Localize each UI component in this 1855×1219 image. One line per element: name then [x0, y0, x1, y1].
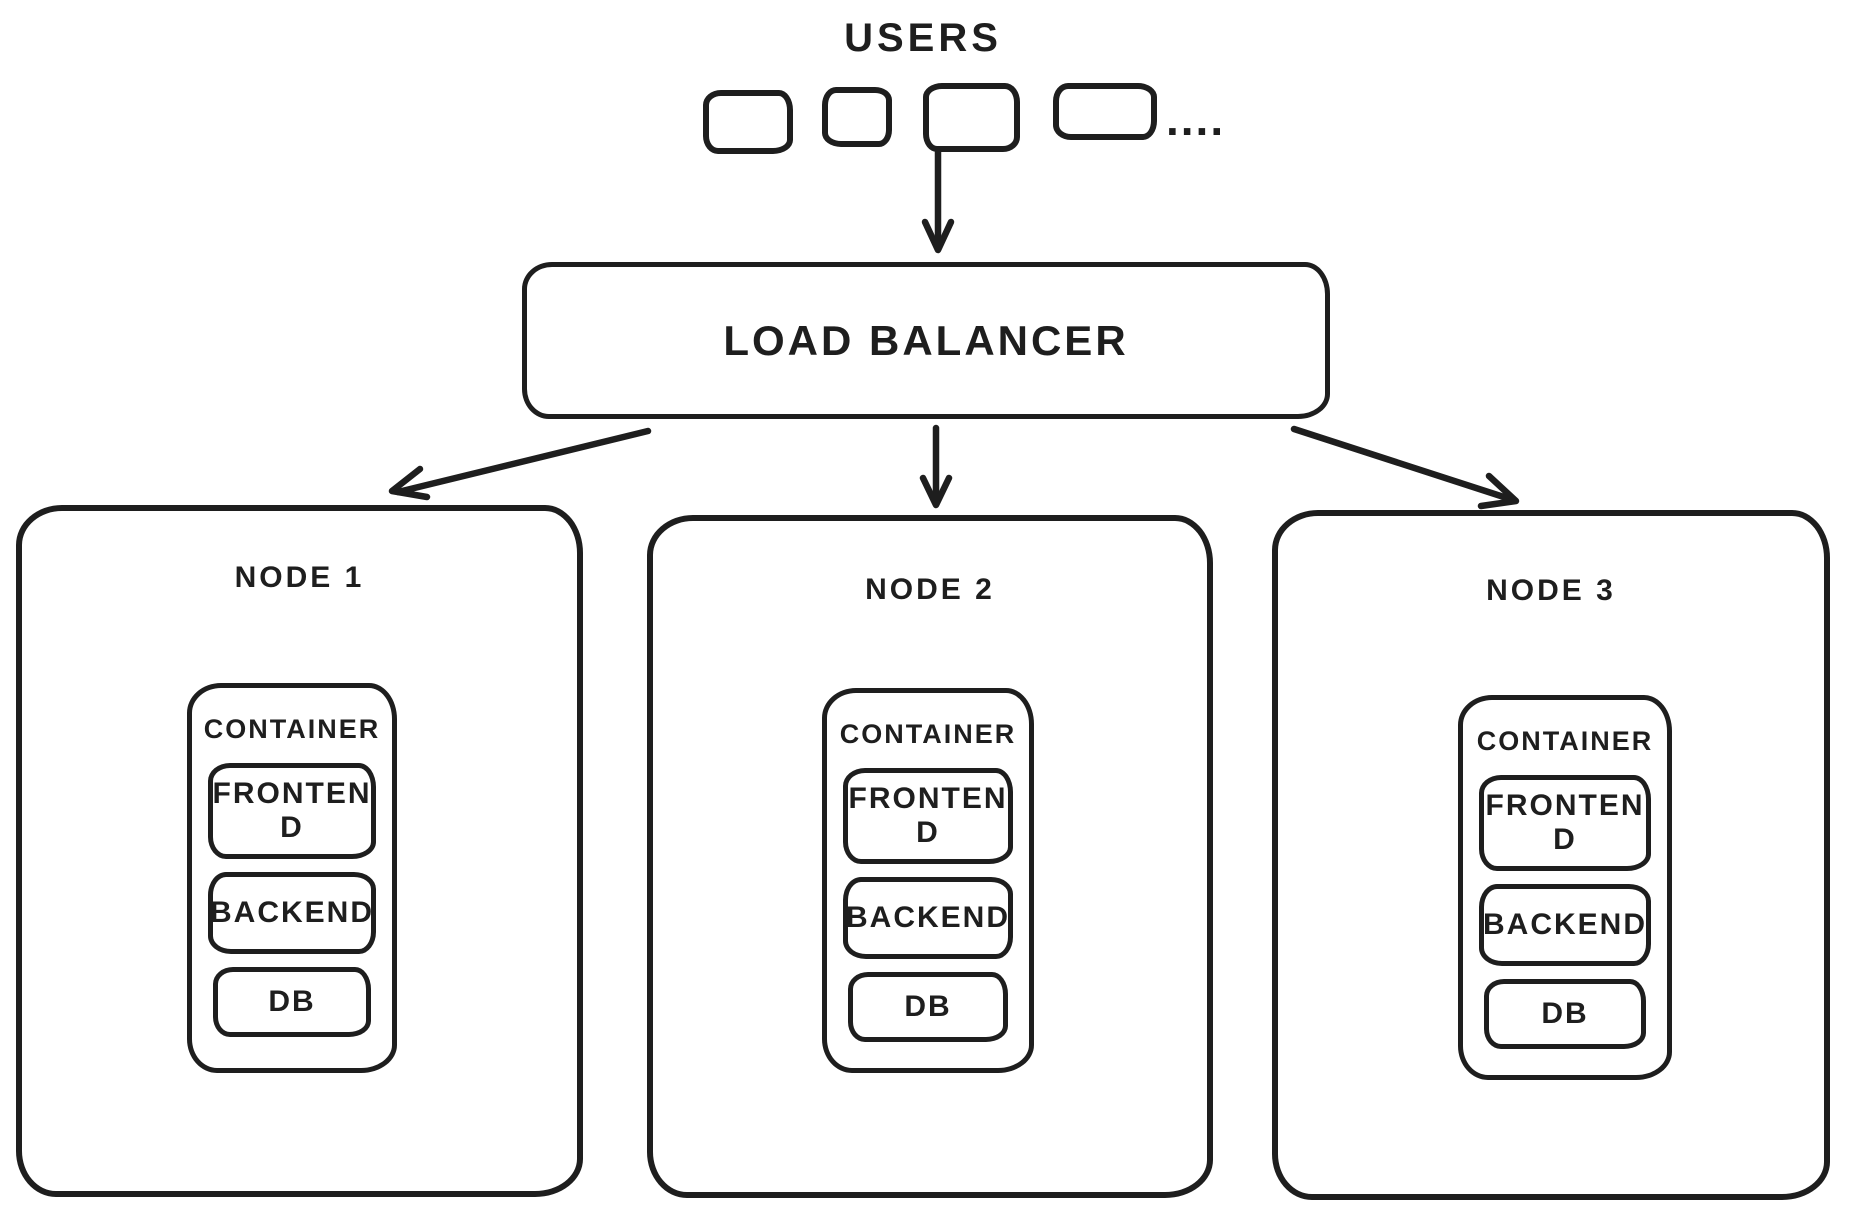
backend-label: BACKEND: [1483, 908, 1647, 941]
node-2-container-box: CONTAINER FRONTEN D BACKEND DB: [822, 688, 1034, 1073]
load-balancer-label: LOAD BALANCER: [723, 316, 1129, 364]
node-3-container-box: CONTAINER FRONTEN D BACKEND DB: [1458, 695, 1672, 1080]
node-2-box: NODE 2 CONTAINER FRONTEN D BACKEND DB: [647, 515, 1213, 1198]
backend-label: BACKEND: [210, 896, 374, 929]
backend-box: BACKEND: [1479, 884, 1651, 966]
node-1-box: NODE 1 CONTAINER FRONTEN D BACKEND DB: [16, 505, 583, 1197]
node-3-label: NODE 3: [1486, 574, 1616, 607]
node-2-label: NODE 2: [865, 573, 995, 606]
node-1-label: NODE 1: [234, 561, 365, 594]
frontend-label: FRONTEN D: [212, 777, 372, 844]
backend-box: BACKEND: [843, 877, 1013, 959]
users-title: USERS: [844, 16, 1002, 60]
backend-label: BACKEND: [846, 901, 1010, 934]
users-ellipsis: ....: [1166, 93, 1226, 145]
user-device-box: [703, 90, 793, 154]
user-device-box: [1053, 83, 1157, 140]
arrow-lb-to-node-3: [1290, 425, 1520, 510]
arrow-lb-to-node-1: [388, 427, 652, 501]
container-label: CONTAINER: [203, 714, 381, 744]
frontend-box: FRONTEN D: [1479, 775, 1651, 871]
frontend-label: FRONTEN D: [848, 782, 1008, 849]
container-label: CONTAINER: [839, 719, 1017, 749]
frontend-label: FRONTEN D: [1485, 789, 1645, 856]
node-3-box: NODE 3 CONTAINER FRONTEN D BACKEND DB: [1272, 510, 1830, 1200]
db-label: DB: [268, 985, 316, 1018]
db-label: DB: [1541, 997, 1589, 1030]
node-1-container-box: CONTAINER FRONTEN D BACKEND DB: [187, 683, 397, 1073]
db-box: DB: [1484, 979, 1646, 1049]
frontend-box: FRONTEN D: [843, 768, 1013, 864]
user-device-box: [822, 87, 892, 147]
arrow-lb-to-node-2: [919, 424, 953, 509]
arrow-users-to-load-balancer: [921, 148, 955, 254]
db-box: DB: [848, 972, 1008, 1042]
container-label: CONTAINER: [1476, 726, 1654, 756]
db-label: DB: [904, 990, 952, 1023]
user-device-box: [923, 83, 1020, 152]
db-box: DB: [213, 967, 371, 1037]
load-balancer-box: LOAD BALANCER: [522, 262, 1330, 419]
backend-box: BACKEND: [208, 872, 376, 954]
frontend-box: FRONTEN D: [208, 763, 376, 859]
